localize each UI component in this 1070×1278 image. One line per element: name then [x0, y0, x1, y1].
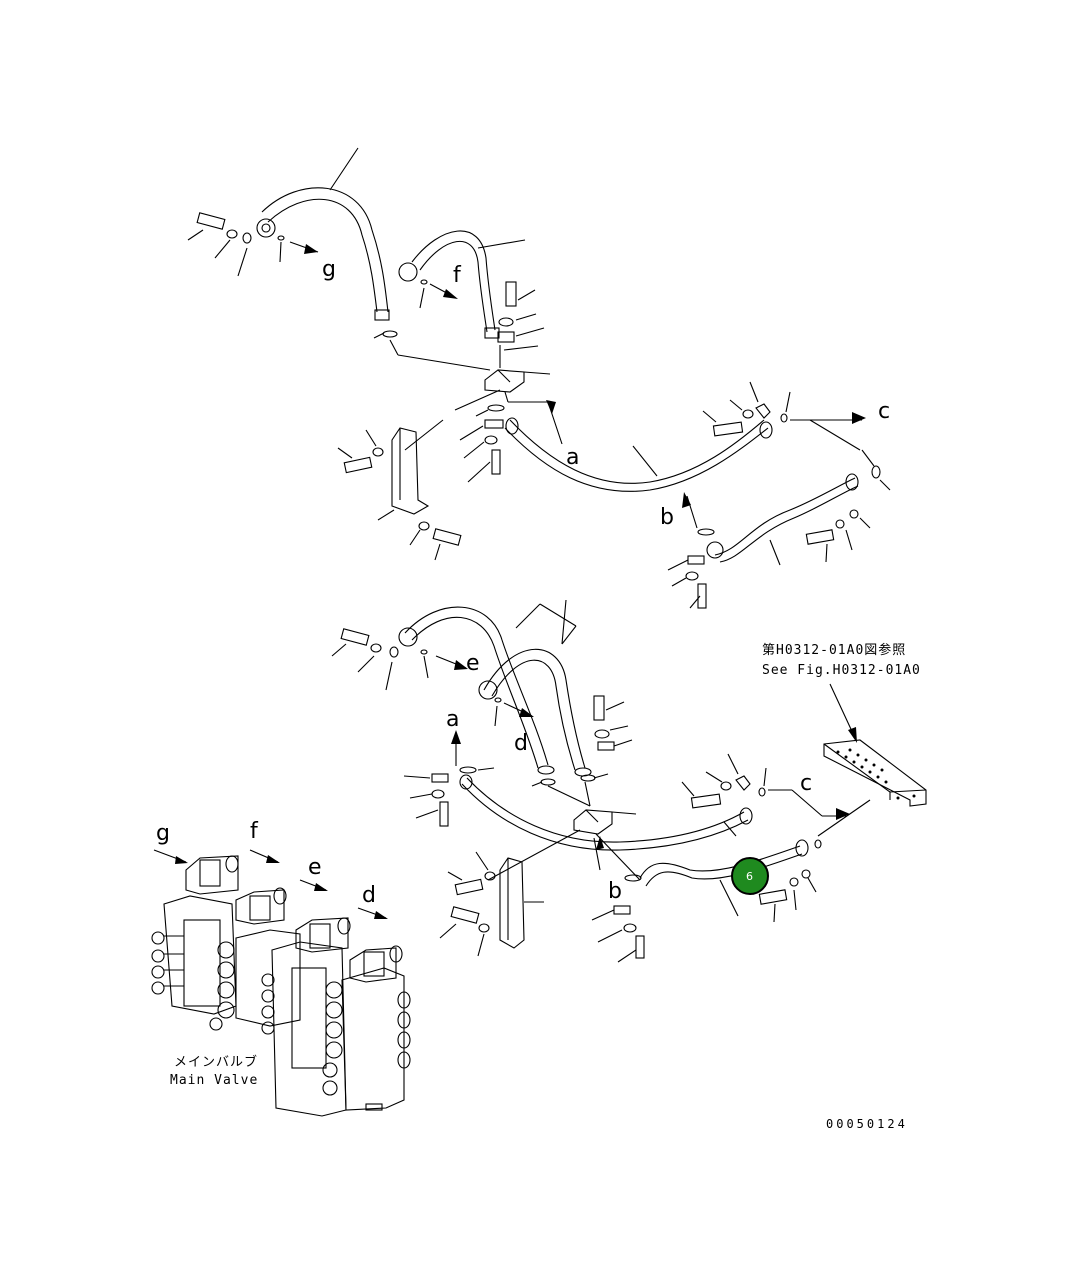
fittings-lower-a	[403, 766, 495, 827]
callout-a-top: a	[566, 445, 579, 470]
callout-c-bottom: c	[800, 771, 812, 796]
bolts-upper-c	[702, 381, 891, 491]
arrow-d-bottom	[494, 697, 534, 727]
hose-lower-long	[459, 774, 753, 851]
callout-g-top: g	[322, 257, 336, 282]
arrow-g-top	[289, 241, 319, 254]
reference-note-japanese: 第H0312-01A0図参照	[762, 642, 906, 658]
callout-a-bottom: a	[446, 707, 459, 732]
splitter-block-top	[373, 330, 563, 445]
callout-b-bottom: b	[608, 879, 622, 904]
callout-f-valve: f	[250, 819, 259, 844]
callout-b-top: b	[660, 505, 674, 530]
fittings-upper-a	[459, 419, 504, 483]
bracket-top	[377, 419, 444, 521]
bracket-bottom	[439, 851, 544, 957]
hose-upper-long	[504, 417, 773, 492]
callout-d-bottom: d	[514, 731, 528, 756]
fitting-lower-e	[331, 628, 468, 691]
hoses-lower-de	[398, 599, 592, 777]
main-valve-label-japanese: メインバルブ	[174, 1054, 258, 1070]
hose-upper-right	[706, 473, 859, 566]
hose-lower-right	[639, 839, 822, 917]
callout-d-valve: d	[362, 883, 376, 908]
callout-c-top: c	[878, 399, 890, 424]
arrow-a-bottom	[451, 730, 461, 766]
drawing-number: 00050124	[826, 1117, 908, 1131]
bolts-bracket-top	[337, 429, 462, 561]
callout-e-bottom: e	[466, 651, 480, 676]
hose-upper-left	[261, 147, 390, 321]
bolts-lower-c	[681, 753, 850, 820]
splitter-block-bottom	[487, 773, 642, 882]
reference-note-english: See Fig.H0312-01A0	[762, 663, 921, 678]
callout-f-top: f	[453, 263, 462, 288]
main-valve-left	[151, 849, 301, 1031]
hose-upper-f	[398, 230, 526, 339]
arrow-f-top	[419, 279, 458, 309]
manifold-plate	[817, 683, 927, 837]
main-valve-label-english: Main Valve	[170, 1073, 258, 1088]
callout-g-valve: g	[156, 821, 170, 846]
arrow-b-top	[682, 492, 715, 536]
fitting-upper-g	[187, 212, 285, 277]
part-number-badge[interactable]: 6	[731, 857, 769, 895]
bolts-lower-right	[591, 869, 817, 963]
bolts-lower-d	[593, 695, 633, 751]
bolts-upper-f	[497, 281, 545, 351]
callout-e-valve: e	[308, 855, 322, 880]
bolts-upper-right	[667, 509, 871, 609]
part-number-badge-text: 6	[746, 870, 753, 883]
main-valve-right	[261, 879, 411, 1117]
